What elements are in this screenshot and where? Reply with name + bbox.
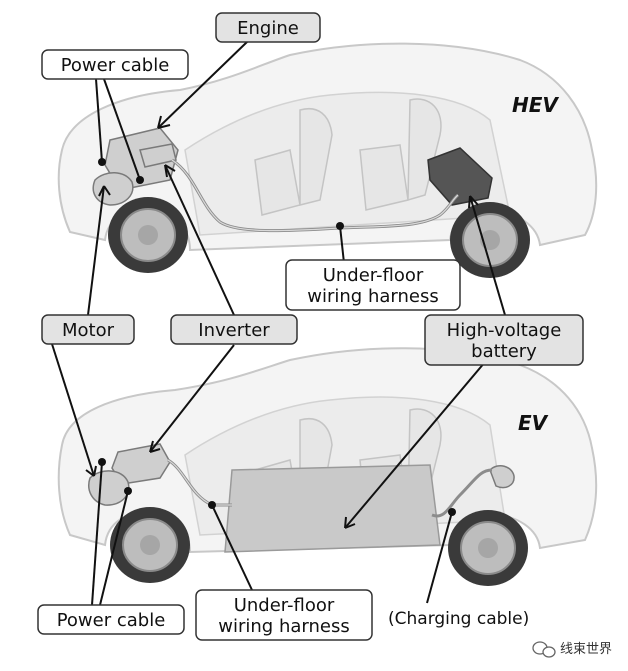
ev-tag: EV <box>518 411 549 435</box>
ev-car <box>57 347 598 586</box>
hev-motor <box>92 172 134 206</box>
label-engine-text: Engine <box>237 18 299 39</box>
label-under-floor-bottom-line1: Under-floor <box>234 595 335 616</box>
leader-lines <box>51 40 506 606</box>
hev-seats <box>254 98 442 216</box>
hev-front-seat <box>254 108 333 216</box>
label-power-cable-bottom-text: Power cable <box>57 610 166 631</box>
label-power-cable-top: Power cable <box>41 49 189 80</box>
label-power-cable-top-text: Power cable <box>61 55 170 76</box>
label-under-floor-top-line1: Under-floor <box>323 265 424 286</box>
label-under-floor-bottom-line2: wiring harness <box>218 616 349 637</box>
ev-inverter <box>111 443 171 485</box>
label-motor-text: Motor <box>62 320 115 341</box>
ev-battery-pack <box>224 464 441 553</box>
hev-inverter <box>139 143 177 168</box>
ev-charging-harness <box>431 468 493 518</box>
hev-rear-wheel <box>450 202 530 278</box>
hev-front-wheel <box>108 197 188 273</box>
wechat-icon <box>532 641 556 658</box>
label-charging-cable: (Charging cable) <box>388 609 529 629</box>
hev-battery <box>427 147 493 206</box>
label-under-floor-bottom: Under-floor wiring harness <box>195 589 373 641</box>
label-hv-battery-line1: High-voltage <box>447 320 562 341</box>
ev-charging-inlet <box>489 465 515 489</box>
label-hv-battery: High-voltage battery <box>424 314 584 366</box>
hev-tag: HEV <box>512 93 559 117</box>
label-inverter-text: Inverter <box>198 320 270 341</box>
ev-front-wheel <box>110 507 190 583</box>
label-motor: Motor <box>41 314 135 345</box>
watermark: 线束世界 <box>532 641 612 658</box>
ev-rear-wheel <box>448 510 528 586</box>
label-engine: Engine <box>215 12 321 43</box>
label-under-floor-top: Under-floor wiring harness <box>285 259 461 311</box>
watermark-text: 线束世界 <box>560 642 612 657</box>
label-inverter: Inverter <box>170 314 298 345</box>
label-power-cable-bottom: Power cable <box>37 604 185 635</box>
label-hv-battery-line2: battery <box>471 341 537 362</box>
label-under-floor-top-line2: wiring harness <box>307 286 438 307</box>
